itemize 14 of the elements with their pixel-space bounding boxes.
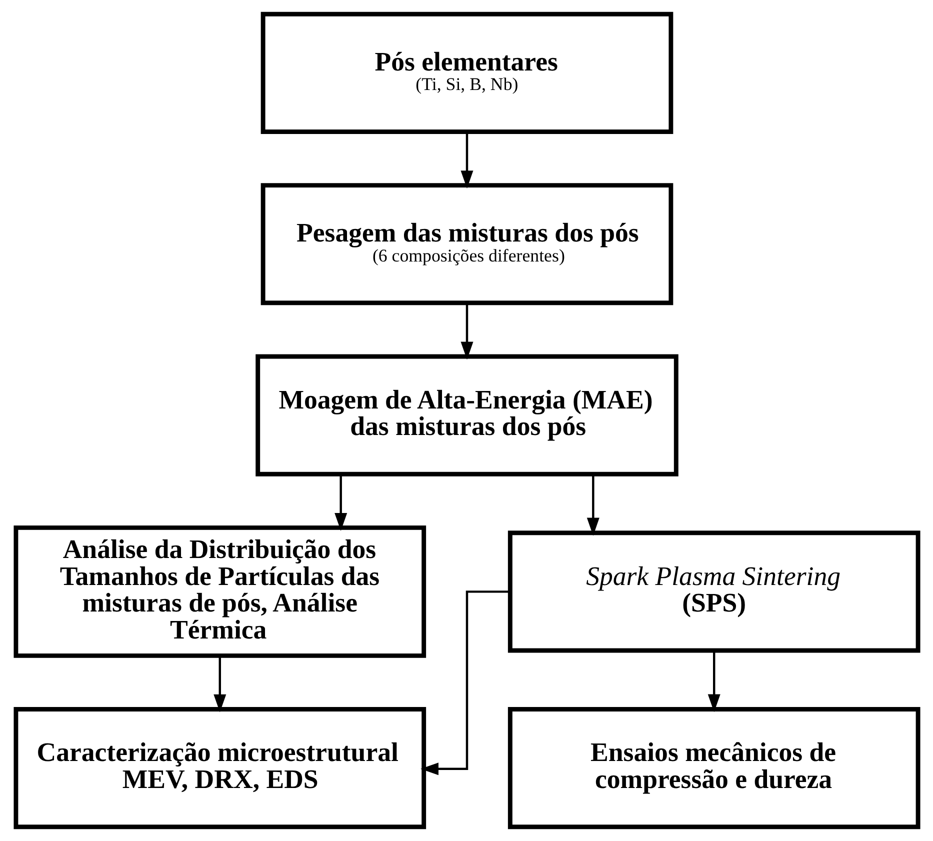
arrow [334,474,347,531]
arrow [460,303,473,360]
node-box: Spark Plasma Sintering (SPS) [507,530,920,653]
node-box: Pós elementares (Ti, Si, B, Nb) [260,12,673,134]
arrow [420,590,510,776]
node-box: Moagem de Alta-Energia (MAE) das misturas dos pós [255,354,678,476]
arrow [460,132,473,188]
arrow [707,650,720,712]
node-box: Análise da Distribuição dos Tamanhos de Partículas das misturas de pós, Análise Térmica [13,525,426,658]
arrow [213,656,226,712]
node-box: Caracterização microestrutural MEV, DRX, EDS [13,707,426,830]
node-box: Ensaios mecânicos de compressão e dureza [507,707,920,830]
node-box: Pesagem das misturas dos pós (6 composições diferentes) [260,183,673,306]
arrow [586,474,599,536]
